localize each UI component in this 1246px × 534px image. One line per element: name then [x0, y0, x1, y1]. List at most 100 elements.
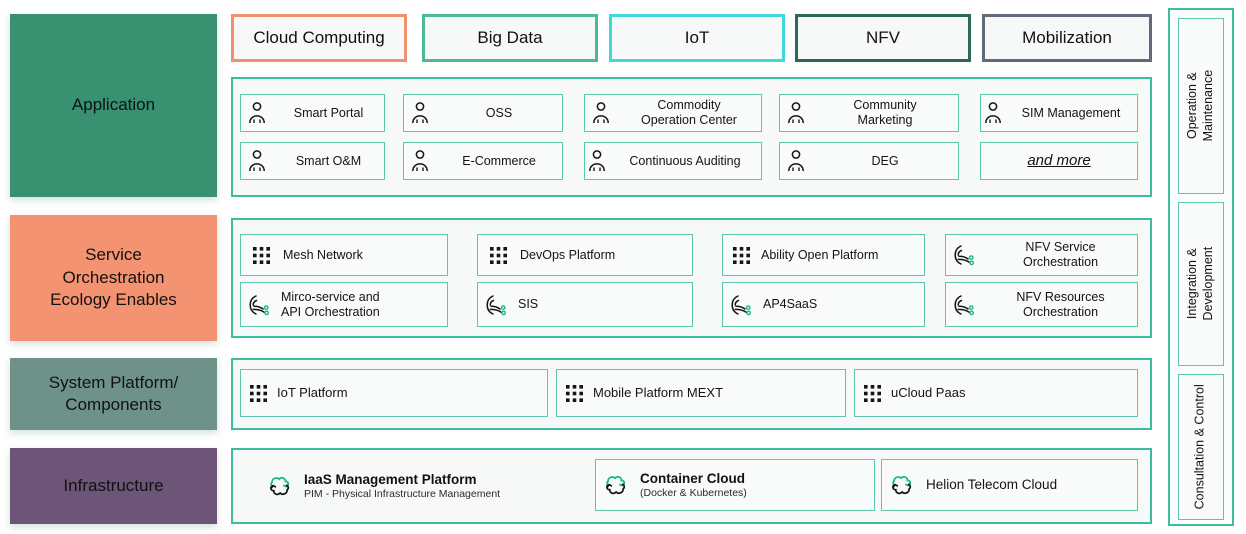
infra-item-iaas-management-platform[interactable]: IaaS Management Platform PIM - Physical … [260, 460, 590, 512]
app-item-oss-label: OSS [485, 105, 513, 120]
right-rail-panel: Operation &Maintenance Integration &Deve… [1168, 8, 1234, 526]
tab-mobilization[interactable]: Mobilization [982, 14, 1152, 62]
app-item-e-commerce-label: E-Commerce [462, 153, 536, 168]
rail-item-integration-development-label: Integration &Development [1185, 247, 1215, 321]
tab-big-data-label: Big Data [477, 28, 543, 47]
person-icon [241, 149, 273, 173]
orchestration-icon [723, 293, 761, 317]
infra-item-container-cloud-text: Container Cloud (Docker & Kubernetes) [638, 471, 749, 499]
rail-item-operation-maintenance[interactable]: Operation &Maintenance [1178, 18, 1224, 194]
app-item-and-more-label: and more [1027, 152, 1091, 170]
app-item-oss[interactable]: OSS [403, 94, 563, 132]
app-item-e-commerce[interactable]: E-Commerce [403, 142, 563, 180]
infra-item-container-cloud-subtitle: (Docker & Kubernetes) [640, 486, 747, 499]
tab-cloud-computing[interactable]: Cloud Computing [231, 14, 407, 62]
app-item-and-more[interactable]: and more [980, 142, 1138, 180]
grid-dots-icon [478, 246, 518, 264]
grid-dots-icon [241, 384, 275, 402]
rail-item-integration-development[interactable]: Integration &Development [1178, 202, 1224, 366]
person-icon [585, 101, 617, 125]
infra-item-helion-title: Helion Telecom Cloud [926, 477, 1058, 493]
infra-item-iaas-title: IaaS Management Platform [304, 471, 477, 487]
app-item-sim-management[interactable]: SIM Management [980, 94, 1138, 132]
tab-nfv[interactable]: NFV [795, 14, 971, 62]
tab-big-data[interactable]: Big Data [422, 14, 598, 62]
app-item-continuous-auditing[interactable]: Continuous Auditing [584, 142, 762, 180]
service-item-mesh-network[interactable]: Mesh Network [240, 234, 448, 276]
infra-item-container-cloud-title: Container Cloud [640, 470, 745, 486]
person-icon [585, 149, 609, 173]
tab-iot[interactable]: IoT [609, 14, 785, 62]
cloud-refresh-icon [260, 473, 302, 499]
infra-item-container-cloud[interactable]: Container Cloud (Docker & Kubernetes) [595, 459, 875, 511]
cloud-refresh-icon [882, 472, 924, 498]
grid-dots-icon [557, 384, 591, 402]
system-item-ucloud-paas-label: uCloud Paas [891, 385, 966, 401]
layer-label-infrastructure: Infrastructure [10, 448, 217, 524]
app-item-deg-label: DEG [871, 153, 899, 168]
service-item-devops-platform-label: DevOps Platform [520, 247, 616, 262]
tab-nfv-label: NFV [866, 28, 900, 47]
layer-label-system-text: System Platform/Components [48, 372, 179, 414]
person-icon [780, 149, 812, 173]
orchestration-icon [478, 293, 516, 317]
system-item-ucloud-paas[interactable]: uCloud Paas [854, 369, 1138, 417]
app-item-smart-portal-label: Smart Portal [293, 105, 364, 120]
cloud-refresh-icon [596, 472, 638, 498]
system-item-iot-platform-label: IoT Platform [277, 385, 348, 401]
app-item-deg[interactable]: DEG [779, 142, 959, 180]
app-item-smart-om-label: Smart O&M [295, 153, 362, 168]
system-item-mobile-platform-mext-label: Mobile Platform MEXT [593, 385, 724, 401]
service-item-ability-open-platform-label: Ability Open Platform [761, 247, 879, 262]
person-icon [404, 101, 436, 125]
tab-cloud-computing-label: Cloud Computing [253, 28, 385, 47]
infra-item-helion-telecom-cloud[interactable]: Helion Telecom Cloud [881, 459, 1138, 511]
app-item-continuous-auditing-label: Continuous Auditing [629, 153, 741, 168]
service-item-ap4saas-label: AP4SaaS [763, 297, 818, 312]
app-item-smart-portal[interactable]: Smart Portal [240, 94, 385, 132]
tab-mobilization-label: Mobilization [1022, 28, 1112, 47]
person-icon [404, 149, 436, 173]
orchestration-icon [946, 243, 984, 267]
person-icon [780, 101, 812, 125]
service-item-ap4saas[interactable]: AP4SaaS [722, 282, 925, 327]
app-item-smart-om[interactable]: Smart O&M [240, 142, 385, 180]
rail-item-consultation-control[interactable]: Consultation & Control [1178, 374, 1224, 520]
layer-label-application: Application [10, 14, 217, 197]
orchestration-icon [946, 293, 984, 317]
service-item-sis[interactable]: SIS [477, 282, 693, 327]
person-icon [981, 101, 1005, 125]
layer-label-infrastructure-text: Infrastructure [63, 475, 164, 495]
tab-iot-label: IoT [684, 28, 710, 47]
grid-dots-icon [855, 384, 889, 402]
service-item-sis-label: SIS [518, 297, 539, 312]
orchestration-icon [241, 293, 279, 317]
service-item-mesh-network-label: Mesh Network [283, 247, 363, 262]
service-item-devops-platform[interactable]: DevOps Platform [477, 234, 693, 276]
rail-item-operation-maintenance-label: Operation &Maintenance [1185, 70, 1216, 142]
service-item-ability-open-platform[interactable]: Ability Open Platform [722, 234, 925, 276]
system-item-iot-platform[interactable]: IoT Platform [240, 369, 548, 417]
infra-item-iaas-subtitle: PIM - Physical Infrastructure Management [304, 487, 501, 500]
person-icon [241, 101, 273, 125]
infra-item-iaas-text: IaaS Management Platform PIM - Physical … [302, 472, 502, 500]
grid-dots-icon [723, 246, 759, 264]
layer-label-application-text: Application [71, 95, 156, 115]
rail-item-consultation-control-label: Consultation & Control [1193, 384, 1208, 510]
system-item-mobile-platform-mext[interactable]: Mobile Platform MEXT [556, 369, 846, 417]
grid-dots-icon [241, 246, 281, 264]
app-item-sim-management-label: SIM Management [1021, 105, 1121, 120]
